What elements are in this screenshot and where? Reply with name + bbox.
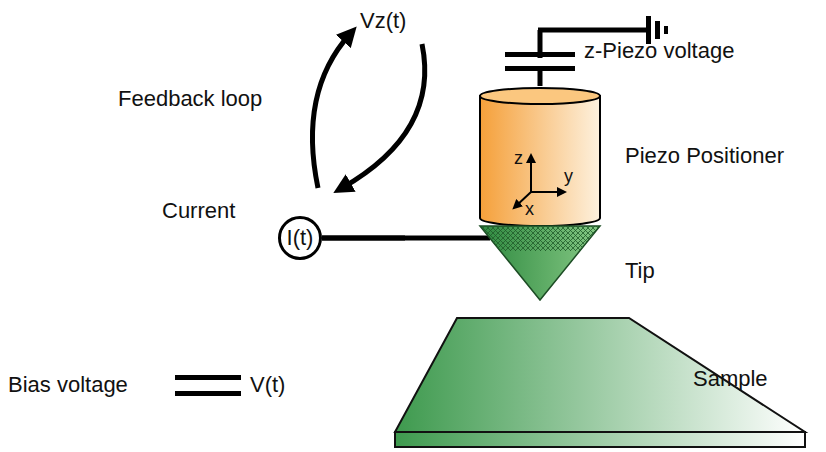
part-name: Current xyxy=(162,198,235,223)
piezo-top xyxy=(480,88,600,104)
wire xyxy=(322,236,490,241)
piezo-cylinder-shape xyxy=(478,86,602,226)
tip-cone-shape xyxy=(478,218,602,302)
capacitor-gap xyxy=(503,58,577,66)
tip-body xyxy=(480,226,600,300)
capacitor-plate xyxy=(505,66,575,71)
wire xyxy=(322,236,405,241)
signal-name: Vz(t) xyxy=(360,8,406,33)
tip-cone: Tip xyxy=(478,218,602,302)
annotation: Feedback loop xyxy=(118,86,262,111)
ground-symbol xyxy=(664,26,668,34)
sample-block: Sample xyxy=(393,316,807,450)
signal-name: V(t) xyxy=(250,372,285,397)
sample-body xyxy=(395,318,805,432)
piezo-body xyxy=(480,96,600,226)
part-name: Piezo Positioner xyxy=(625,143,784,168)
signal-name: I(t) xyxy=(278,216,322,260)
axis-label: x xyxy=(525,199,534,220)
tip-hatch xyxy=(480,226,600,251)
sample-base xyxy=(395,432,805,447)
axis-label: y xyxy=(564,166,573,187)
battery-gap xyxy=(174,380,244,392)
axis-label: z xyxy=(514,148,523,169)
part-name: z-Piezo voltage xyxy=(584,38,734,63)
feedback-arrow xyxy=(342,44,425,188)
piezo-cylinder: Piezo Positionerzyx xyxy=(478,86,602,226)
battery-plate xyxy=(175,375,241,380)
part-name: Bias voltage xyxy=(8,372,128,397)
part-name: Tip xyxy=(625,258,655,283)
feedback-arrow xyxy=(312,34,350,188)
capacitor-plate xyxy=(505,52,575,57)
ammeter-circle: CurrentI(t) xyxy=(278,216,322,260)
battery-plate xyxy=(175,391,241,396)
ground-symbol xyxy=(655,21,660,39)
part-name: Sample xyxy=(693,366,768,391)
